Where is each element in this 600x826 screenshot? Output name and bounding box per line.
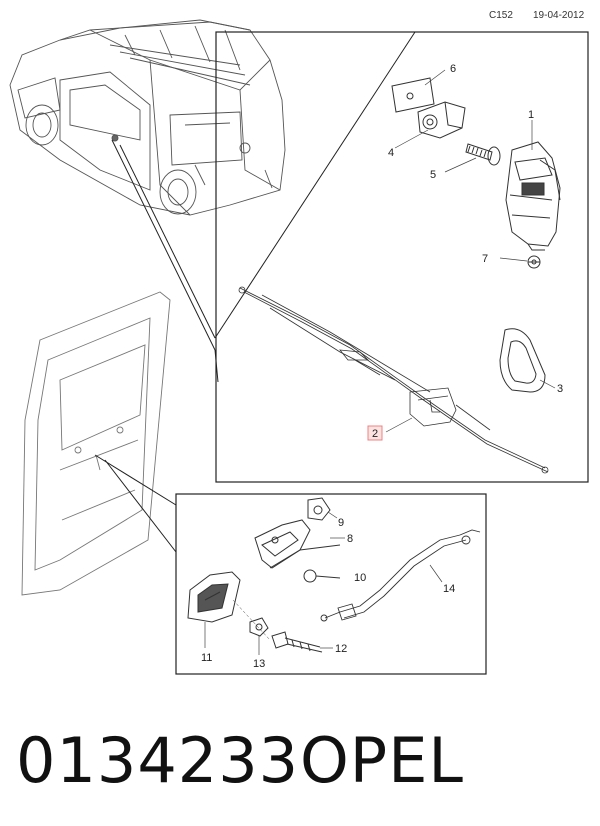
- part-11-handle-bezel: [187, 571, 241, 623]
- callout-4: 4: [388, 147, 394, 159]
- exploded-parts-diagram: 6 4 5 1 7 3 2 9 8 10 14 11 12 13: [9, 19, 589, 675]
- callout-7: 7: [482, 253, 488, 265]
- part-13-nut: [249, 617, 269, 637]
- callout-8: 8: [347, 533, 353, 545]
- part-1-door-lock-actuator: [505, 141, 561, 251]
- callout-13: 13: [253, 658, 265, 670]
- part-14-handle-cable: [320, 529, 481, 622]
- part-6-striker-plate: [391, 77, 435, 113]
- part-number: 0134233: [16, 724, 300, 797]
- callout-14: 14: [443, 583, 455, 595]
- part-2-cable-assembly: [238, 286, 549, 474]
- diagram-date: 19-04-2012: [533, 10, 585, 21]
- part-10-screw: [303, 569, 341, 583]
- highlight-box-part-2: [367, 425, 383, 441]
- diagram-code: C152: [489, 10, 513, 21]
- callout-12: 12: [335, 643, 347, 655]
- sliding-door-illustration: [21, 291, 171, 596]
- part-3-seal: [499, 328, 546, 393]
- callout-5: 5: [430, 169, 436, 181]
- vehicle-illustration: [9, 19, 286, 216]
- part-4-bracket: [417, 101, 466, 139]
- upper-detail-frame: [215, 31, 589, 483]
- part-9-clip: [307, 497, 331, 521]
- callout-1: 1: [528, 109, 534, 121]
- callout-2: 2: [372, 428, 378, 440]
- callout-11: 11: [201, 652, 212, 664]
- part-12-bolt: [271, 631, 323, 653]
- callout-9: 9: [338, 517, 344, 529]
- callout-6: 6: [450, 63, 456, 75]
- callout-10: 10: [354, 572, 366, 584]
- callout-3: 3: [557, 383, 563, 395]
- part-5-bolt: [465, 143, 501, 166]
- brand-name: OPEL: [300, 724, 464, 797]
- lower-detail-frame: [175, 493, 487, 675]
- part-7-screw: [527, 255, 541, 269]
- part-8-inside-handle: [254, 519, 341, 569]
